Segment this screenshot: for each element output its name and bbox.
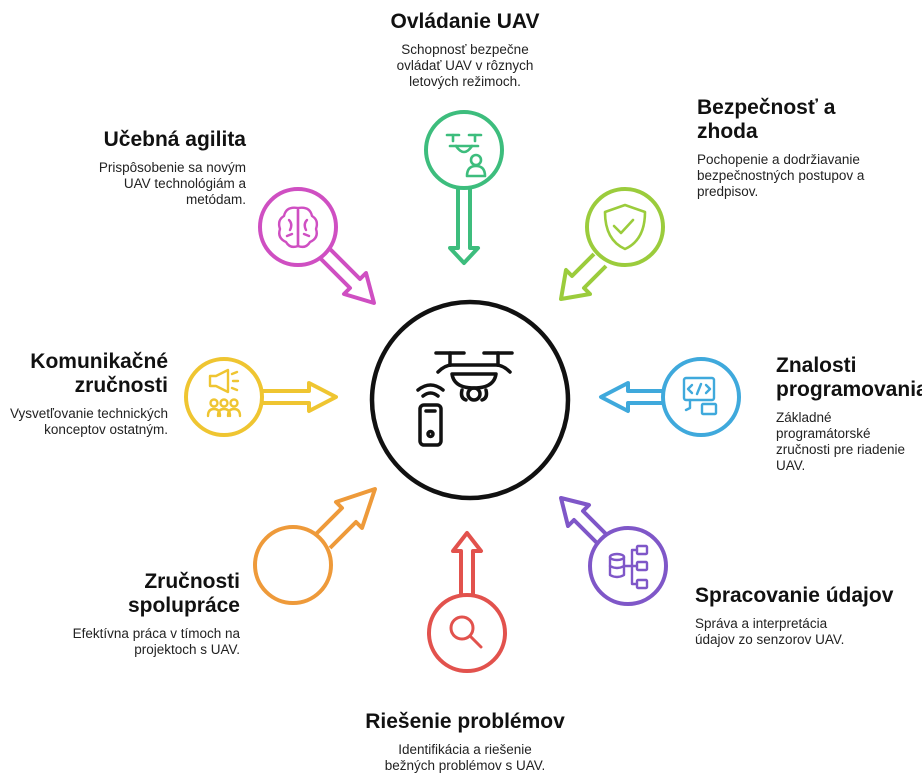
skill-label-problemy: Riešenie problémov Identifikácia a rieše… (330, 710, 600, 774)
skill-title: Učebná agilita (103, 128, 246, 151)
skill-ovladanie-connector (424, 110, 504, 265)
skill-label-ovladanie: Ovládanie UAV Schopnosť bezpečne ovládať… (330, 10, 600, 90)
skill-description: Pochopenie a dodržiavanie bezpečnostných… (697, 152, 865, 199)
skill-spolupraca-connector (253, 487, 377, 605)
skill-komunikacia-connector (184, 357, 338, 437)
skill-title: Znalosti programovania (776, 354, 922, 401)
skill-label-bezpecnost: Bezpečnosť a zhoda Pochopenie a dodržiav… (697, 96, 887, 200)
skill-programovanie-connector (599, 357, 741, 437)
skill-description: Vysvetľovanie technických konceptov osta… (9, 406, 168, 437)
skill-description: Identifikácia a riešenie bežných problém… (384, 742, 546, 773)
skill-description: Schopnosť bezpečne ovládať UAV v rôznych… (396, 42, 534, 89)
skill-label-spolupraca: Zručnosti spolupráce Efektívna práca v t… (60, 570, 240, 658)
skill-label-programovanie: Znalosti programovania Základné programá… (776, 354, 922, 474)
skill-title: Ovládanie UAV (390, 10, 540, 33)
skill-label-komunikacia: Komunikačné zručnosti Vysvetľovanie tech… (4, 350, 168, 438)
skill-agilita-connector (258, 187, 376, 305)
skill-problemy-connector (427, 531, 507, 673)
skill-udaje-connector (559, 496, 668, 606)
skill-title: Zručnosti spolupráce (127, 570, 240, 617)
megaphone-team-icon (206, 368, 242, 418)
skill-label-udaje: Spracovanie údajov Správa a interpretáci… (695, 584, 915, 648)
drone-with-remote-icon (416, 351, 514, 447)
skill-description: Základné programátorské zručnosti pre ri… (776, 410, 906, 473)
magnifier-icon (449, 615, 483, 649)
brain-icon (277, 206, 319, 249)
drone-pilot-icon (445, 133, 487, 178)
skill-description: Správa a interpretácia údajov zo senzoro… (695, 616, 845, 647)
code-monitor-icon (682, 376, 718, 416)
shield-check-icon (603, 203, 647, 251)
skill-title: Riešenie problémov (365, 710, 565, 733)
skill-title: Komunikačné zručnosti (30, 350, 168, 397)
skill-title: Bezpečnosť a zhoda (697, 96, 836, 143)
skill-description: Prispôsobenie sa novým UAV technológiám … (98, 160, 246, 207)
center-hub (369, 299, 571, 501)
skill-title: Spracovanie údajov (695, 584, 894, 607)
skill-description: Efektívna práca v tímoch na projektoch s… (72, 626, 240, 657)
skill-label-agilita: Učebná agilita Prispôsobenie sa novým UA… (70, 128, 246, 208)
skill-bezpecnost-connector (559, 187, 665, 301)
database-hierarchy-icon (608, 544, 649, 590)
